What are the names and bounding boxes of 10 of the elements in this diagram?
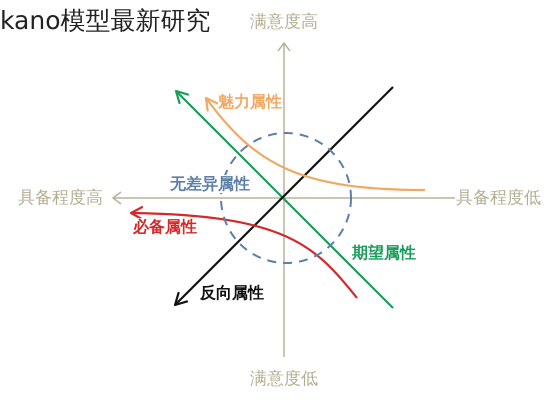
page-title: kano模型最新研究 — [0, 7, 210, 35]
curve-label: 期望属性 — [352, 244, 416, 262]
zone-label: 无差异属性 — [170, 175, 250, 193]
curve-label: 反向属性 — [200, 284, 264, 302]
curve-label: 魅力属性 — [218, 93, 282, 111]
axis-label: 具备程度低 — [456, 189, 541, 207]
axis-label: 具备程度高 — [18, 189, 103, 207]
axis-label: 满意度低 — [250, 370, 318, 388]
axis-label: 满意度高 — [250, 13, 318, 31]
curve-label: 必备属性 — [133, 218, 197, 236]
